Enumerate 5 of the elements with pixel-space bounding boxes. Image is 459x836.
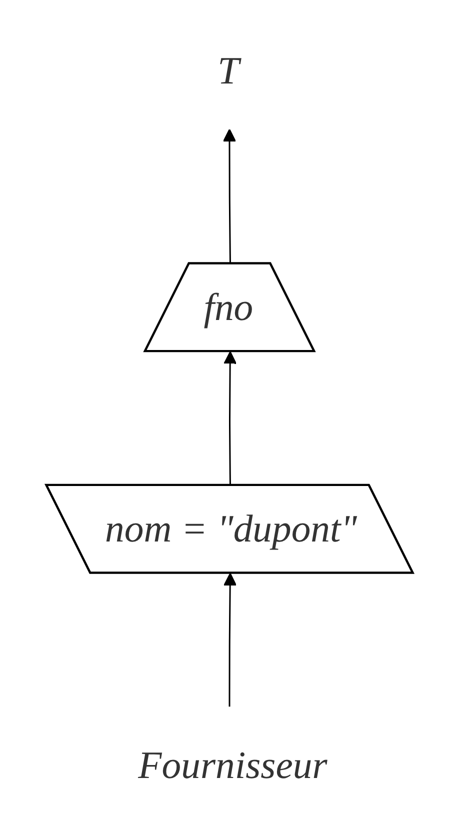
node-text: Fournisseur <box>138 744 328 787</box>
arrow <box>224 351 237 486</box>
arrow <box>222 128 236 264</box>
node-text: T <box>218 49 240 92</box>
arrow <box>224 572 237 707</box>
